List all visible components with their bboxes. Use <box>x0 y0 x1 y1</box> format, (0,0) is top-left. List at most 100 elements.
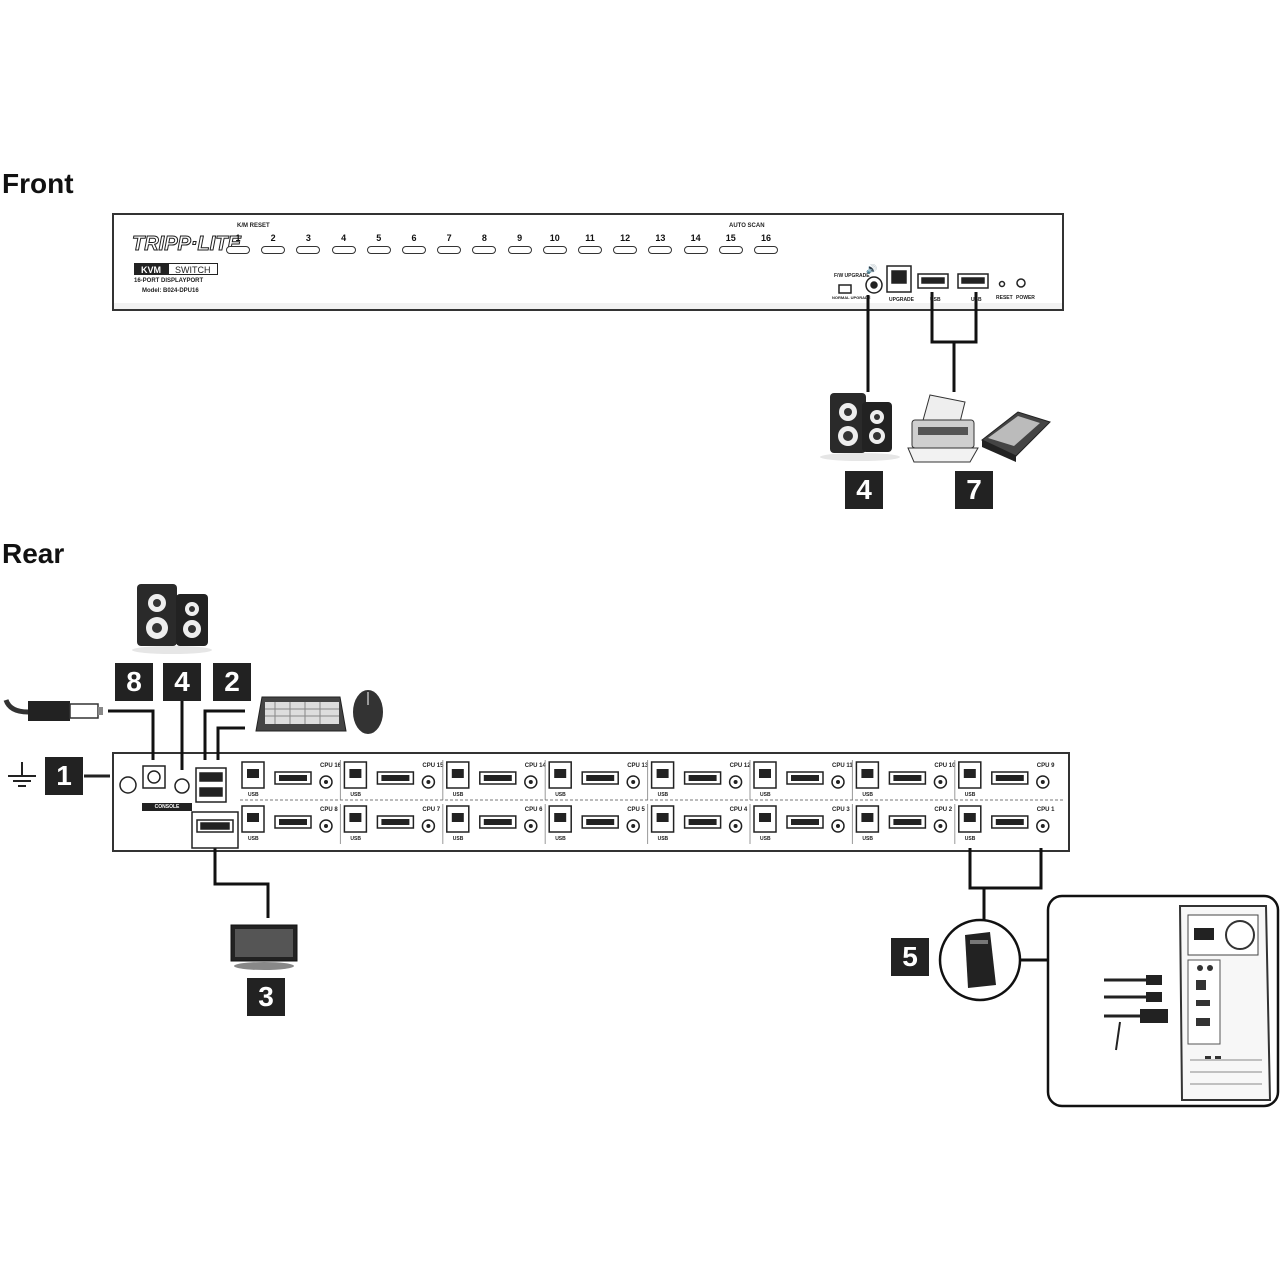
port-number-label: 6 <box>411 233 417 243</box>
cpu-usb-label: USB <box>862 836 873 842</box>
monitor-icon <box>230 924 298 970</box>
cpu-usb-label: USB <box>964 792 976 798</box>
cpu-port-label: CPU 12 <box>729 763 751 769</box>
callout-6: 6 <box>1122 931 1160 969</box>
kvm-label: KVM <box>134 263 168 275</box>
port-select-button-13[interactable] <box>648 246 673 254</box>
cpu-port-label: CPU 7 <box>422 807 441 813</box>
model-line-2: Model: B024-DPU16 <box>142 288 199 294</box>
callout-1: 1 <box>45 757 83 795</box>
port-number-label: 15 <box>725 233 736 243</box>
port-number-label: 7 <box>446 233 452 243</box>
port-number-label: 5 <box>376 233 382 243</box>
cpu-usb-label: USB <box>657 836 669 842</box>
port-select-button-14[interactable] <box>683 246 708 254</box>
cpu-usb-label: USB <box>760 836 771 842</box>
model-line-1: 16-PORT DISPLAYPORT <box>134 278 204 284</box>
cpu-usb-label: USB <box>964 836 976 842</box>
speakers-icon <box>132 584 212 654</box>
front-heading: Front <box>2 168 74 199</box>
cpu-port-label: CPU 6 <box>524 807 543 813</box>
kvm-reset-label: K/M RESET <box>237 223 270 229</box>
cpu-usb-label: USB <box>657 792 669 798</box>
port-select-button-11[interactable] <box>578 246 602 254</box>
fw-upgrade-label: F/W UPGRADE <box>834 273 870 279</box>
cpu-port-label: CPU 16 <box>320 763 342 769</box>
port-select-button-10[interactable] <box>542 246 567 254</box>
upgrade-port-label: UPGRADE <box>889 297 915 303</box>
displayport-cable-caption: DisplayPort Cable <box>1064 1055 1151 1094</box>
cpu-usb-label: USB <box>555 836 566 842</box>
cpu-port-label: CPU 4 <box>729 807 748 813</box>
power-plug-icon <box>3 699 103 721</box>
cpu-usb-label: USB <box>248 792 259 798</box>
kvm-switch-label: KVM SWITCH <box>134 263 218 275</box>
cpu-port-label: CPU 13 <box>627 763 649 769</box>
cpu-usb-label: USB <box>350 836 361 842</box>
power-label: POWER <box>1016 295 1035 301</box>
cpu-port-label: CPU 10 <box>934 763 956 769</box>
port-number-label: 14 <box>690 233 701 243</box>
port-select-button-4[interactable] <box>331 246 356 254</box>
cpu-port-label: CPU 11 <box>832 763 853 769</box>
cpu-port-label: CPU 3 <box>832 807 850 813</box>
cpu-usb-label: USB <box>555 792 566 798</box>
cpu-port-label: CPU 9 <box>1036 763 1055 769</box>
port-number-label: 2 <box>270 233 276 243</box>
speakers-icon <box>820 393 900 461</box>
front-usb-label-2: USB <box>971 297 982 303</box>
cpu-usb-label: USB <box>350 792 361 798</box>
callout-3: 3 <box>247 978 285 1016</box>
scanner-icon <box>981 411 1051 462</box>
mouse-icon <box>353 690 383 734</box>
callout-4-front: 4 <box>845 471 883 509</box>
port-select-button-1[interactable] <box>226 246 250 254</box>
port-select-button-8[interactable] <box>472 246 497 254</box>
port-select-button-6[interactable] <box>402 246 426 254</box>
cpu-port-label: CPU 5 <box>627 807 645 813</box>
cpu-port-label: CPU 1 <box>1036 807 1055 813</box>
port-number-label: 16 <box>760 233 771 243</box>
cpu-port-label: CPU 8 <box>320 807 338 813</box>
printer-icon <box>907 394 979 463</box>
port-number-label: 9 <box>517 233 523 243</box>
callout-8: 8 <box>115 663 153 701</box>
front-usb-label-1: USB <box>930 297 941 303</box>
brand-logo: TRIPP·LITE <box>132 233 242 256</box>
port-number-label: 8 <box>481 233 487 243</box>
port-select-button-16[interactable] <box>754 246 778 254</box>
computer-icon <box>938 918 1022 1002</box>
port-number-label: 13 <box>655 233 666 243</box>
cpu-usb-label: USB <box>452 836 464 842</box>
port-select-button-12[interactable] <box>613 246 638 254</box>
fw-upgrade-sub: NORMAL UPGRADE <box>832 295 871 300</box>
port-select-button-15[interactable] <box>718 246 743 254</box>
port-select-button-2[interactable] <box>261 246 286 254</box>
cpu-port-label: CPU 2 <box>934 807 953 813</box>
port-number-label: 3 <box>305 233 311 243</box>
cpu-usb-label: USB <box>862 792 873 798</box>
cpu-usb-label: USB <box>760 792 771 798</box>
keyboard-icon <box>255 696 347 732</box>
cpu-usb-label: USB <box>248 836 259 842</box>
port-number-label: 4 <box>341 233 347 243</box>
port-number-label: 12 <box>620 233 631 243</box>
switch-label: SWITCH <box>168 263 218 275</box>
port-select-button-5[interactable] <box>366 246 391 254</box>
port-select-button-7[interactable] <box>437 246 462 254</box>
callout-5: 5 <box>891 938 929 976</box>
console-label: CONSOLE <box>142 803 192 811</box>
port-select-button-9[interactable] <box>507 246 532 254</box>
port-number-label: 10 <box>549 233 560 243</box>
port-select-button-3[interactable] <box>296 246 321 254</box>
cpu-port-label: CPU 14 <box>524 763 546 769</box>
cpu-usb-label: USB <box>452 792 464 798</box>
auto-scan-label: AUTO SCAN <box>729 223 765 229</box>
port-number-label: 11 <box>585 233 595 243</box>
callout-2: 2 <box>213 663 251 701</box>
callout-4-rear: 4 <box>163 663 201 701</box>
front-panel: TRIPP·LITE KVM SWITCH 16-PORT DISPLAYPOR… <box>112 213 1064 311</box>
rear-heading: Rear <box>2 538 65 569</box>
port-number-label: 1 <box>235 233 241 243</box>
